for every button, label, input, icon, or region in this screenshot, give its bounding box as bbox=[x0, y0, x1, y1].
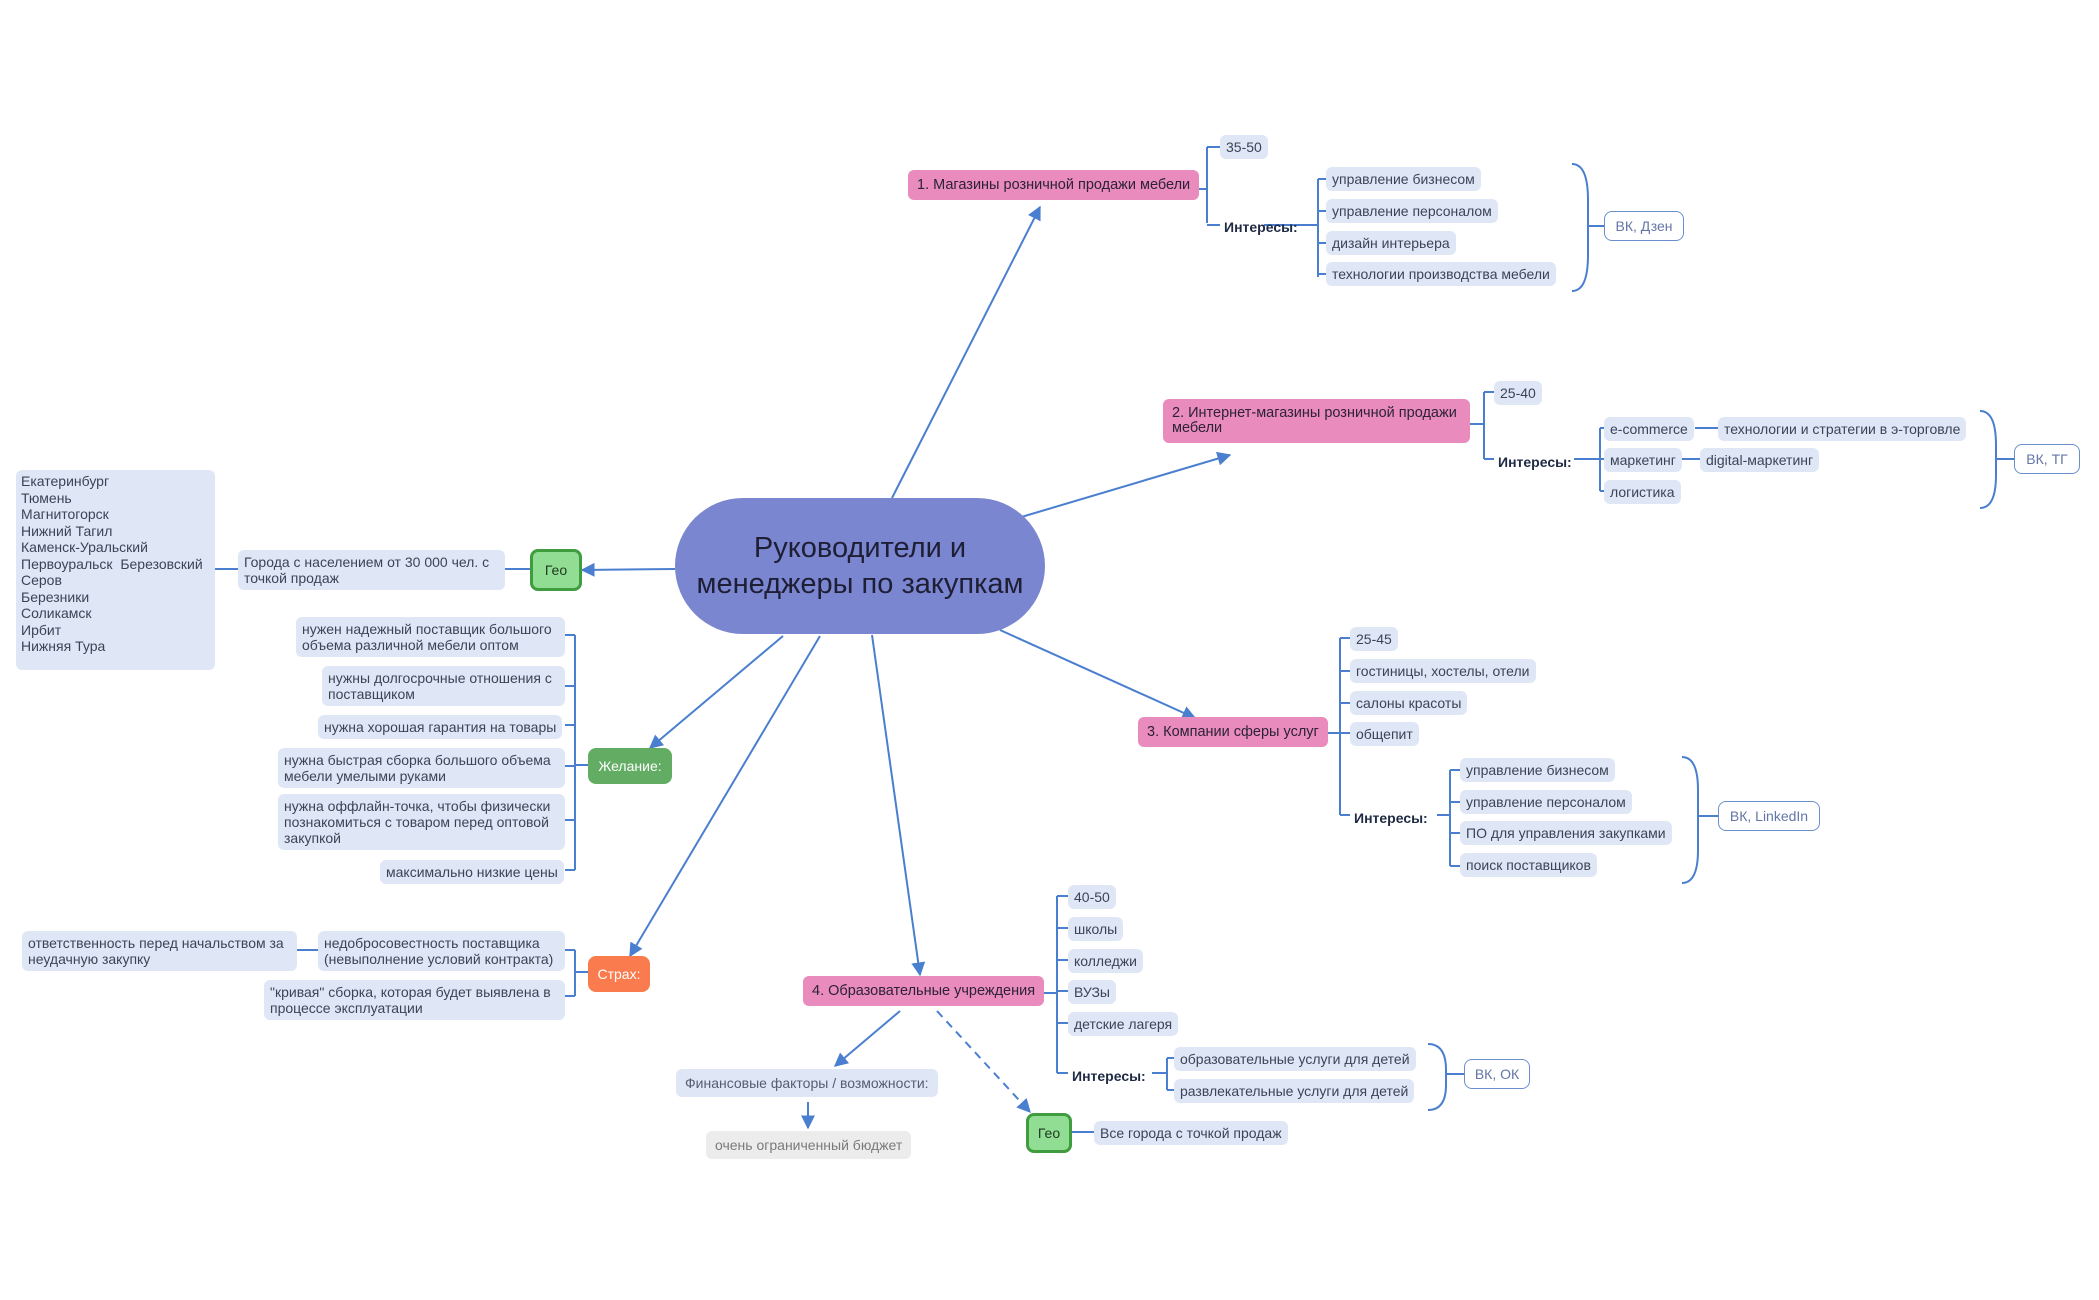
city-5: Каменск-Уральский bbox=[21, 539, 148, 555]
city-6: Первоуральск Березовский bbox=[21, 555, 203, 572]
segment-3-age[interactable]: 25-45 bbox=[1350, 627, 1398, 651]
fear-item-2[interactable]: "кривая" сборка, которая будет выявлена … bbox=[264, 980, 565, 1020]
city-11: Нижняя Тура bbox=[21, 638, 106, 654]
segment-4-interests-label[interactable]: Интересы: bbox=[1072, 1068, 1146, 1084]
segment-2-age[interactable]: 25-40 bbox=[1494, 381, 1542, 405]
finance-value-node[interactable]: очень ограниченный бюджет bbox=[706, 1131, 912, 1159]
segment-3-interest-3[interactable]: ПО для управления закупками bbox=[1460, 821, 1672, 845]
geo-node[interactable]: Гео bbox=[530, 549, 582, 591]
geo-description[interactable]: Города с населением от 30 000 чел. с точ… bbox=[238, 550, 505, 590]
segment-3-interest-2[interactable]: управление персоналом bbox=[1460, 790, 1632, 814]
fear-node[interactable]: Страх: bbox=[588, 956, 650, 992]
central-topic-label: Руководители и менеджеры по закупкам bbox=[696, 532, 1024, 600]
city-10: Ирбит bbox=[21, 621, 62, 638]
desire-item-5[interactable]: нужна оффлайн-точка, чтобы физически поз… bbox=[278, 794, 565, 850]
segment-4-interest-1[interactable]: образовательные услуги для детей bbox=[1174, 1047, 1416, 1071]
segment-2-interest-1[interactable]: e-commerce bbox=[1604, 417, 1694, 441]
segment-1-interests-label[interactable]: Интересы: bbox=[1224, 219, 1298, 235]
segment-4-geo-value[interactable]: Все города с точкой продаж bbox=[1094, 1121, 1288, 1145]
segment-4-item-1[interactable]: школы bbox=[1068, 917, 1124, 941]
segment-3-item-3[interactable]: общепит bbox=[1350, 722, 1419, 746]
segment-4-channels[interactable]: ВК, ОК bbox=[1464, 1059, 1530, 1089]
segment-2-interests-label[interactable]: Интересы: bbox=[1498, 454, 1572, 470]
segment-1-node[interactable]: 1. Магазины розничной продажи мебели bbox=[908, 170, 1200, 200]
segment-4-interest-2[interactable]: развлекательные услуги для детей bbox=[1174, 1079, 1415, 1103]
segment-2-channels[interactable]: ВК, ТГ bbox=[2014, 444, 2080, 474]
segment-3-interest-1[interactable]: управление бизнесом bbox=[1460, 758, 1615, 782]
segment-3-title: 3. Компании сферы услуг bbox=[1147, 724, 1319, 740]
city-3: Магнитогорск bbox=[21, 506, 109, 522]
segment-2-title: 2. Интернет-магазины розничной продажи м… bbox=[1172, 405, 1457, 436]
segment-2-sub-interest-2[interactable]: digital-маркетинг bbox=[1700, 448, 1820, 472]
segment-3-item-1[interactable]: гостиницы, хостелы, отели bbox=[1350, 659, 1536, 683]
segment-1-interest-1[interactable]: управление бизнесом bbox=[1326, 167, 1481, 191]
desire-item-1[interactable]: нужен надежный поставщик большого объема… bbox=[296, 617, 565, 657]
city-8: Березники bbox=[21, 588, 90, 605]
segment-4-age[interactable]: 40-50 bbox=[1068, 885, 1116, 909]
segment-2-sub-interest-1[interactable]: технологии и стратегии в э-торговле bbox=[1718, 417, 1967, 441]
desire-item-2[interactable]: нужны долгосрочные отношения с поставщик… bbox=[322, 666, 565, 706]
segment-1-interest-2[interactable]: управление персоналом bbox=[1326, 199, 1498, 223]
cities-list[interactable]: Екатеринбург Тюмень Магнитогорск Нижний … bbox=[16, 470, 215, 670]
segment-2-node[interactable]: 2. Интернет-магазины розничной продажи м… bbox=[1163, 399, 1470, 443]
segment-1-title: 1. Магазины розничной продажи мебели bbox=[917, 177, 1191, 193]
segment-3-interests-label[interactable]: Интересы: bbox=[1354, 810, 1428, 826]
desire-node[interactable]: Желание: bbox=[588, 748, 672, 784]
segment-3-channels[interactable]: ВК, LinkedIn bbox=[1718, 801, 1820, 831]
central-topic[interactable]: Руководители и менеджеры по закупкам bbox=[675, 498, 1045, 634]
desire-item-3[interactable]: нужна хорошая гарантия на товары bbox=[318, 715, 563, 739]
segment-1-interest-3[interactable]: дизайн интерьера bbox=[1326, 231, 1456, 255]
segment-4-node[interactable]: 4. Образовательные учреждения bbox=[803, 976, 1045, 1006]
segment-2-interest-2[interactable]: маркетинг bbox=[1604, 448, 1682, 472]
city-9: Соликамск bbox=[21, 605, 92, 621]
desire-item-6[interactable]: максимально низкие цены bbox=[380, 860, 564, 884]
finance-factors-node[interactable]: Финансовые факторы / возможности: bbox=[676, 1069, 938, 1097]
segment-1-age[interactable]: 35-50 bbox=[1220, 135, 1268, 159]
segment-4-item-3[interactable]: ВУЗы bbox=[1068, 980, 1116, 1004]
city-7: Серов bbox=[21, 572, 62, 588]
segment-4-title: 4. Образовательные учреждения bbox=[812, 983, 1036, 999]
city-4: Нижний Тагил bbox=[21, 522, 113, 539]
fear-sub-item[interactable]: ответственность перед начальством за неу… bbox=[22, 931, 297, 971]
segment-1-interest-4[interactable]: технологии производства мебели bbox=[1326, 262, 1556, 286]
city-1: Екатеринбург bbox=[21, 473, 110, 489]
segment-3-node[interactable]: 3. Компании сферы услуг bbox=[1138, 717, 1328, 747]
segment-2-interest-3[interactable]: логистика bbox=[1604, 480, 1681, 504]
segment-4-item-4[interactable]: детские лагеря bbox=[1068, 1012, 1179, 1036]
segment-4-geo-node[interactable]: Гео bbox=[1026, 1113, 1072, 1153]
segment-3-interest-4[interactable]: поиск поставщиков bbox=[1460, 853, 1597, 877]
fear-item-1[interactable]: недобросовестность поставщика (невыполне… bbox=[318, 931, 565, 971]
segment-3-item-2[interactable]: салоны красоты bbox=[1350, 691, 1468, 715]
segment-1-channels[interactable]: ВК, Дзен bbox=[1604, 211, 1684, 241]
desire-item-4[interactable]: нужна быстрая сборка большого объема меб… bbox=[278, 748, 565, 788]
segment-4-item-2[interactable]: колледжи bbox=[1068, 949, 1143, 973]
city-2: Тюмень bbox=[21, 489, 72, 506]
